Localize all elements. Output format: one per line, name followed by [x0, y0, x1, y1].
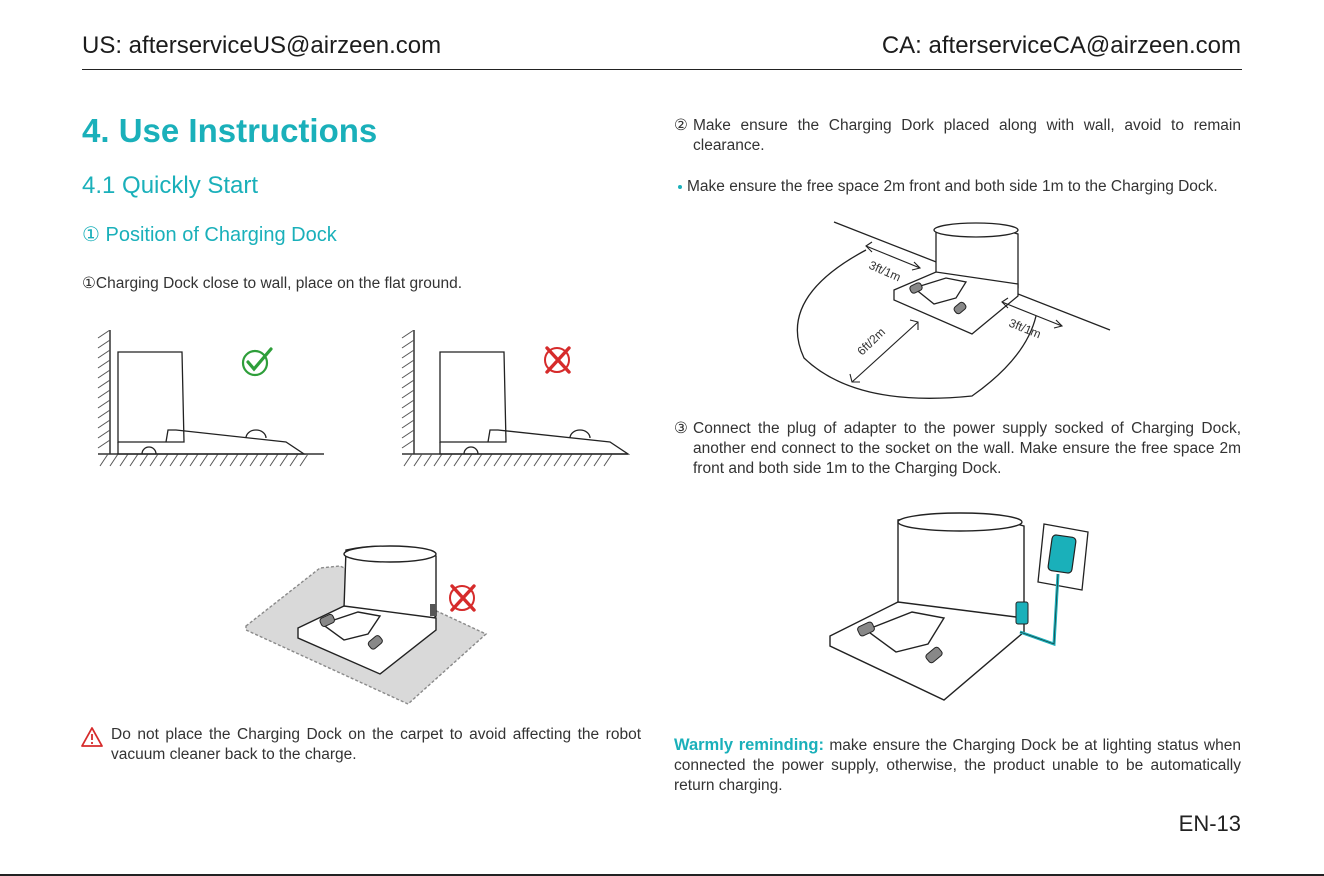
step3-text: Connect the plug of adapter to the power… — [693, 420, 1241, 477]
warm-reminder: Warmly reminding: make ensure the Chargi… — [674, 735, 1241, 796]
warm-reminder-text: make ensure the Charging Dock be at ligh… — [674, 737, 1241, 794]
footer-rule — [0, 874, 1324, 876]
warning-triangle-icon — [81, 727, 103, 747]
adapter-connection-illustration — [829, 512, 1089, 701]
step1-text: ①Charging Dock close to wall, place on t… — [82, 275, 463, 292]
warning-text: Do not place the Charging Dock on the ca… — [111, 726, 641, 763]
dim-right-label: 3ft/1m — [1007, 316, 1043, 341]
header-divider — [82, 69, 1242, 70]
page-number: EN-13 — [1178, 811, 1241, 836]
free-space-diagram: 3ft/1m 3ft/1m 6ft/2m — [796, 221, 1111, 399]
step2-marker: ② — [674, 117, 688, 134]
step3-marker: ③ — [674, 420, 688, 437]
section-subtitle: 4.1 Quickly Start — [82, 172, 259, 199]
check-icon — [241, 347, 273, 377]
correct-placement-illustration — [97, 330, 324, 467]
carpet-placement-illustration — [245, 545, 488, 705]
cross-icon — [449, 584, 476, 612]
header-us-email: US: afterserviceUS@airzeen.com — [82, 32, 442, 59]
dim-left-label: 3ft/1m — [867, 258, 903, 284]
free-space-bullet: Make ensure the free space 2m front and … — [687, 178, 1218, 195]
step2-text: Make ensure the Charging Dork placed alo… — [693, 117, 1241, 154]
section-title: 4. Use Instructions — [82, 112, 378, 149]
wrong-placement-illustration — [401, 330, 631, 467]
step-heading: ① Position of Charging Dock — [82, 224, 337, 246]
header-ca-email: CA: afterserviceCA@airzeen.com — [881, 32, 1241, 59]
bullet-dot-icon — [678, 185, 682, 189]
warm-reminder-label: Warmly reminding: — [674, 736, 824, 754]
cross-icon — [544, 346, 571, 374]
